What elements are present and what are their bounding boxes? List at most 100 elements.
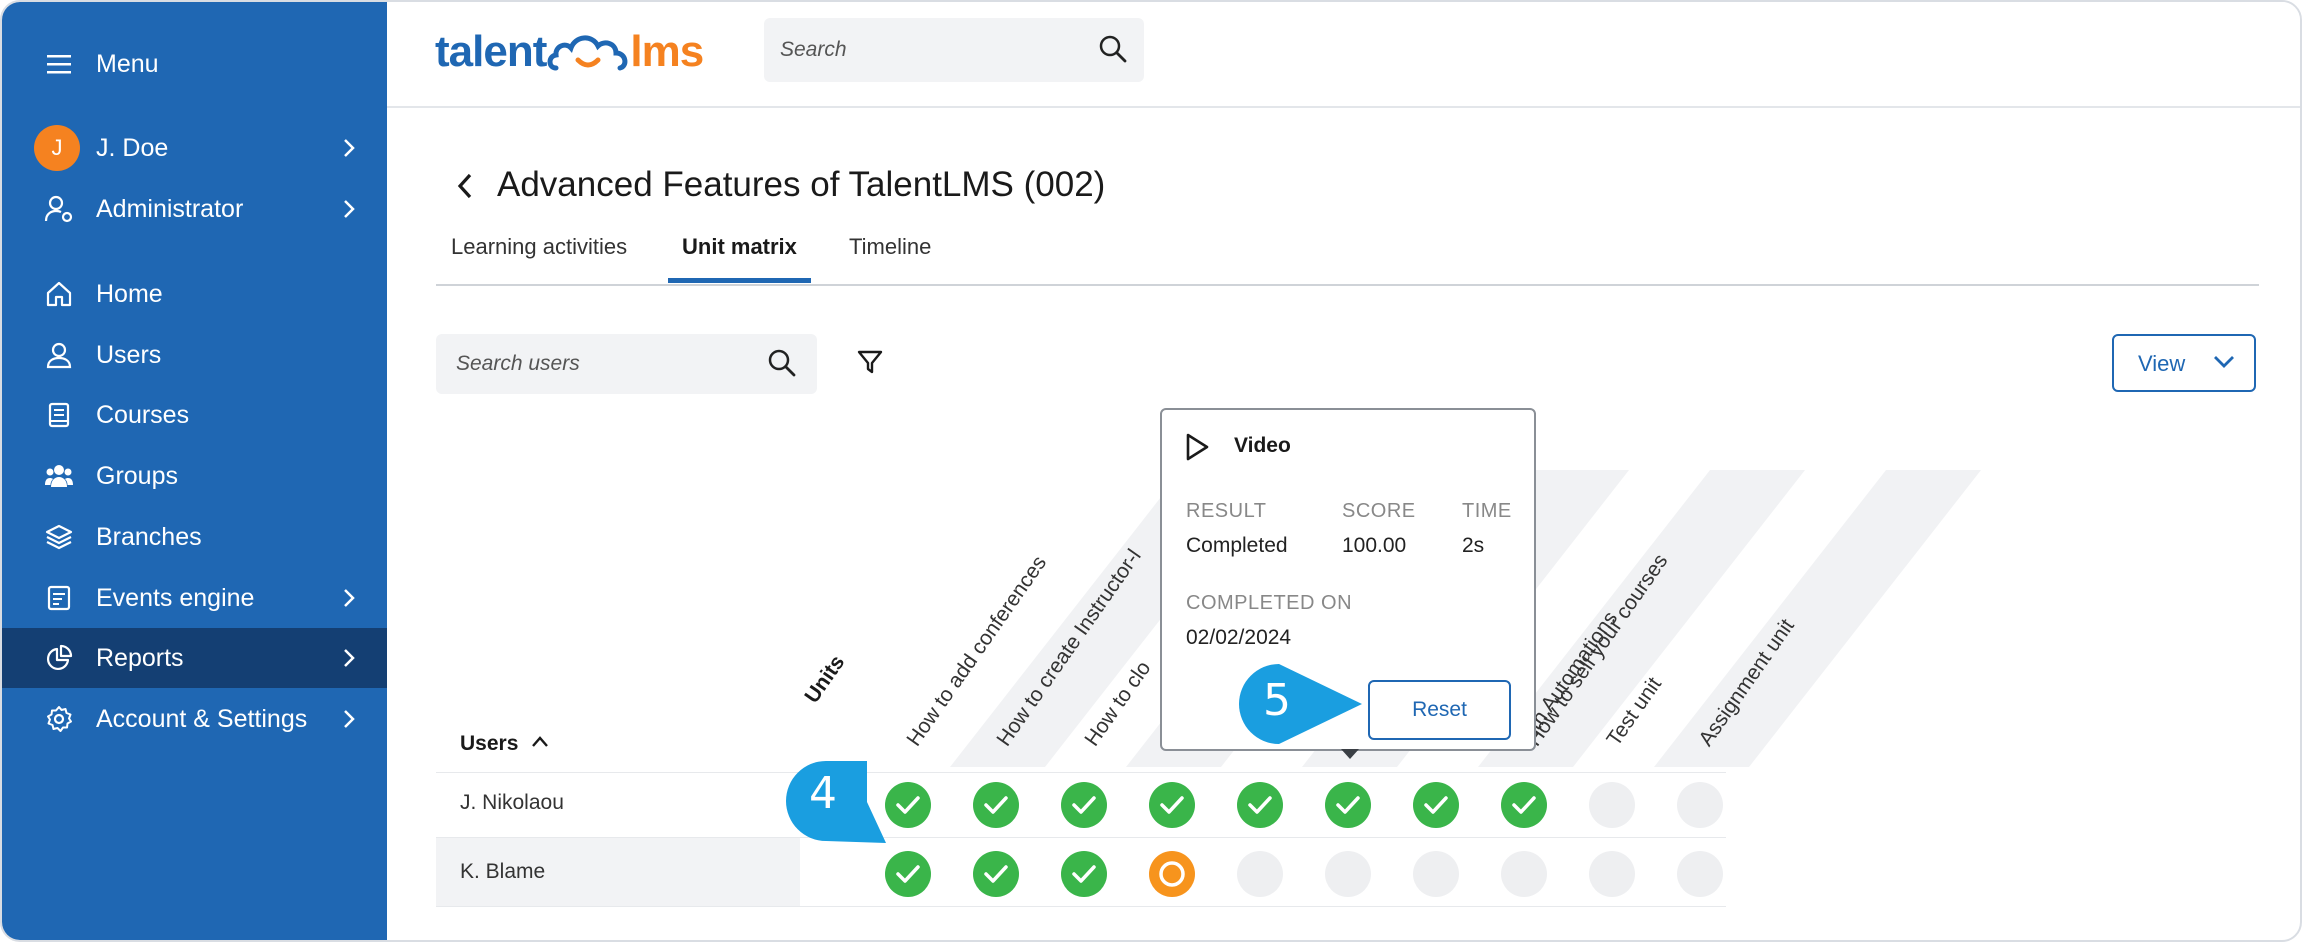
page-title: Advanced Features of TalentLMS (002) (497, 165, 1106, 204)
sidebar-item-label: Reports (96, 643, 184, 672)
sidebar-item-label: Events engine (96, 583, 255, 612)
status-not-started-cell[interactable] (1589, 851, 1635, 897)
sidebar-item-reports[interactable]: Reports (2, 628, 387, 688)
book-icon (44, 400, 74, 430)
hamburger-icon (44, 49, 74, 79)
search-icon[interactable] (767, 348, 797, 378)
status-completed-cell[interactable] (1061, 851, 1107, 897)
reset-button[interactable]: Reset (1368, 680, 1511, 740)
checkmark-icon (896, 796, 920, 814)
status-completed-cell[interactable] (1501, 782, 1547, 828)
status-completed-cell[interactable] (1413, 782, 1459, 828)
search-placeholder: Search (780, 38, 847, 61)
status-not-started-cell[interactable] (1237, 851, 1283, 897)
completed-on-label: COMPLETED ON (1186, 592, 1353, 614)
row-divider (436, 772, 1726, 773)
status-completed-cell[interactable] (885, 782, 931, 828)
status-not-started-cell[interactable] (1677, 782, 1723, 828)
view-label: View (2138, 351, 2186, 376)
sidebar-item-role[interactable]: Administrator (2, 179, 387, 239)
gear-icon (44, 704, 74, 734)
checkmark-icon (896, 865, 920, 883)
active-tab-indicator (668, 278, 811, 283)
sidebar-item-label: Groups (96, 461, 178, 490)
logo-text-right: lms (630, 27, 704, 76)
user-row-name[interactable]: J. Nikolaou (460, 791, 564, 814)
sidebar-item-label: Account & Settings (96, 704, 308, 733)
view-dropdown[interactable]: View (2112, 334, 2256, 392)
cloud-logo-icon (547, 35, 628, 71)
popup-unit-type: Video (1234, 434, 1291, 457)
status-in-progress-cell[interactable] (1149, 851, 1195, 897)
units-header: Units (800, 651, 850, 708)
chevron-right-icon (344, 710, 355, 728)
pie-chart-icon (44, 643, 74, 673)
row-highlight (436, 838, 800, 906)
user-name: J. Doe (96, 133, 169, 162)
avatar: J (34, 125, 80, 171)
chevron-right-icon (344, 200, 355, 218)
checkmark-icon (1512, 796, 1536, 814)
status-not-started-cell[interactable] (1501, 851, 1547, 897)
time-value: 2s (1462, 534, 1485, 557)
status-completed-cell[interactable] (1061, 782, 1107, 828)
score-label: SCORE (1342, 500, 1416, 522)
tab-learning-activities[interactable]: Learning activities (451, 234, 628, 259)
tab-timeline[interactable]: Timeline (849, 234, 932, 259)
callout-number: 4 (809, 768, 837, 819)
time-label: TIME (1462, 500, 1512, 522)
score-value: 100.00 (1342, 534, 1407, 557)
global-search-input[interactable]: Search (764, 18, 1144, 82)
sidebar-item-label: Home (96, 279, 163, 308)
status-completed-cell[interactable] (1325, 782, 1371, 828)
status-not-started-cell[interactable] (1325, 851, 1371, 897)
status-not-started-cell[interactable] (1413, 851, 1459, 897)
status-not-started-cell[interactable] (1589, 782, 1635, 828)
home-icon (44, 279, 74, 309)
popup-pointer (1341, 749, 1359, 759)
checkmark-icon (984, 865, 1008, 883)
status-completed-cell[interactable] (1149, 782, 1195, 828)
result-label: RESULT (1186, 500, 1267, 522)
status-completed-cell[interactable] (973, 782, 1019, 828)
sidebar-item-users[interactable]: Users (2, 325, 387, 385)
user-row-name[interactable]: K. Blame (460, 860, 546, 883)
user-icon (44, 340, 74, 370)
status-completed-cell[interactable] (885, 851, 931, 897)
menu-label: Menu (96, 49, 159, 78)
search-icon[interactable] (1098, 34, 1128, 64)
search-users-input[interactable]: Search users (436, 334, 817, 394)
status-not-started-cell[interactable] (1677, 851, 1723, 897)
status-completed-cell[interactable] (1237, 782, 1283, 828)
top-bar: talent lms Search (387, 2, 2300, 108)
tab-unit-matrix[interactable]: Unit matrix (682, 234, 797, 259)
sidebar-item-branches[interactable]: Branches (2, 507, 387, 567)
checkmark-icon (1072, 865, 1096, 883)
sidebar-item-courses[interactable]: Courses (2, 385, 387, 445)
sidebar-item-label: Branches (96, 522, 202, 551)
menu-toggle[interactable]: Menu (2, 34, 387, 94)
filter-icon[interactable] (856, 348, 884, 376)
status-completed-cell[interactable] (973, 851, 1019, 897)
chevron-down-icon (2214, 356, 2234, 368)
result-value: Completed (1186, 534, 1288, 557)
checkmark-icon (1424, 796, 1448, 814)
chevron-right-icon (344, 649, 355, 667)
checkmark-icon (1248, 796, 1272, 814)
sidebar-item-user[interactable]: J J. Doe (2, 118, 387, 178)
sidebar-item-account-settings[interactable]: Account & Settings (2, 689, 387, 749)
sort-ascending-icon[interactable] (530, 734, 550, 750)
sidebar-item-groups[interactable]: Groups (2, 446, 387, 506)
sidebar-item-events-engine[interactable]: Events engine (2, 568, 387, 628)
groups-icon (44, 461, 74, 491)
play-icon (1186, 433, 1209, 461)
sidebar-item-home[interactable]: Home (2, 264, 387, 324)
callout-number: 5 (1263, 675, 1291, 726)
events-icon (44, 583, 74, 613)
talentlms-logo[interactable]: talent lms (435, 22, 704, 82)
row-divider (436, 906, 1726, 907)
back-chevron-icon[interactable] (454, 172, 476, 200)
users-header[interactable]: Users (460, 732, 519, 755)
unit-details-popup: Video RESULT Completed SCORE 100.00 TIME… (1160, 408, 1536, 751)
checkmark-icon (1160, 796, 1184, 814)
